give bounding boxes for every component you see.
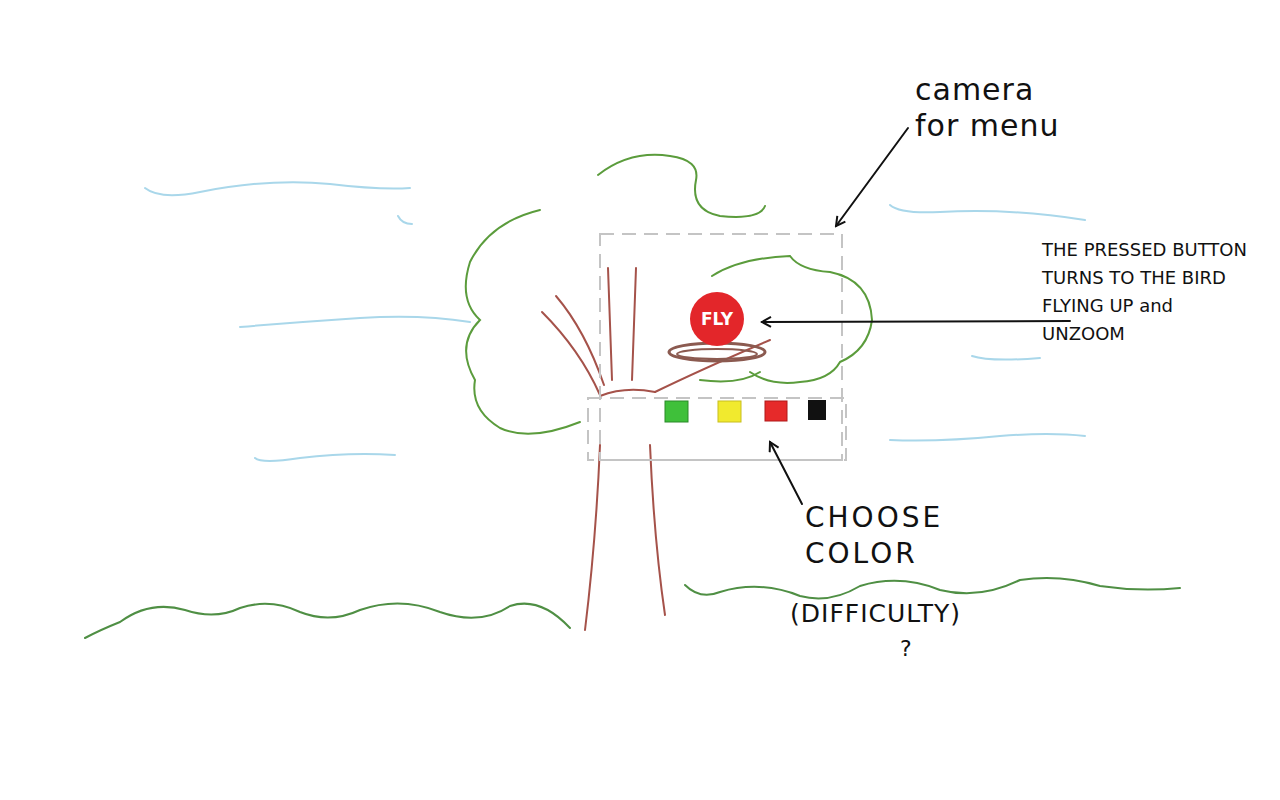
tree-canopy [466,155,872,434]
annotation-note: CHOOSE COLOR [805,500,1005,572]
annotation-note: camera for menu [915,72,1085,144]
fly-button: FLY [690,292,744,346]
annotation-note: THE PRESSED BUTTON TURNS TO THE BIRD FLY… [1042,236,1254,348]
color-swatches [665,400,826,422]
sky-lines [145,182,1085,461]
annotation-note: ? [900,634,930,664]
ground-lines [85,578,1180,638]
button-label: FLY [701,309,733,329]
annotation-note: (DIFFICULTY) [790,598,1040,630]
camera-frame [588,234,846,460]
leader-arrows [762,128,1070,504]
tree-trunk [542,268,770,630]
